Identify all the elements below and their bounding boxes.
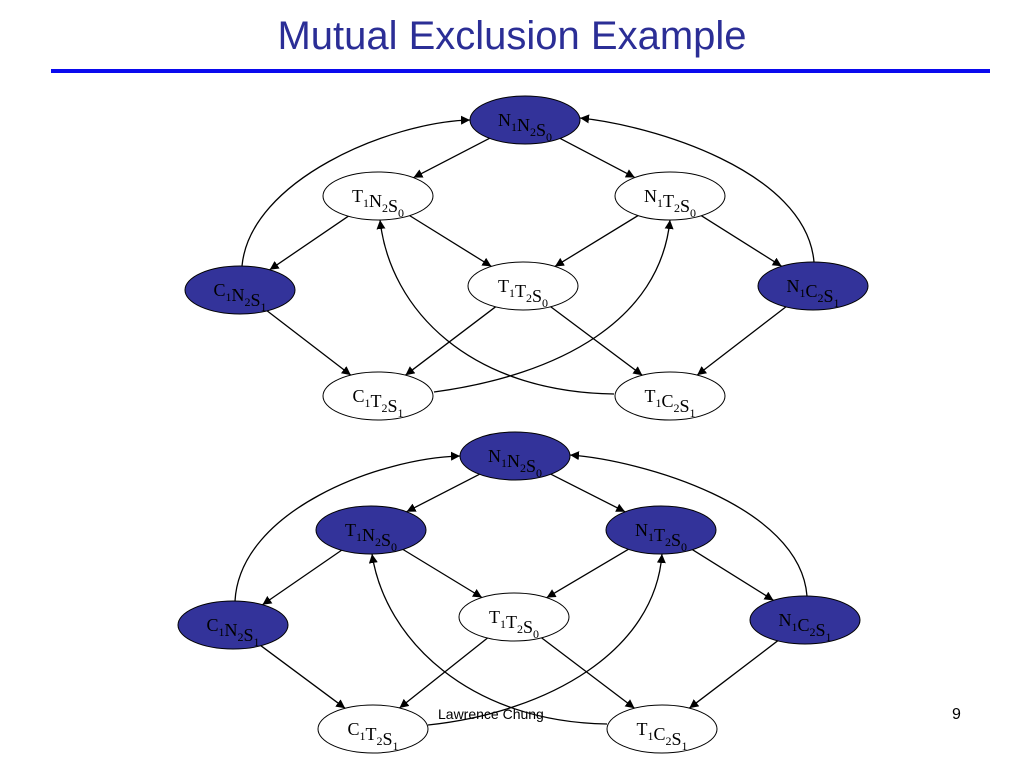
edge-C1T2S1-to-N1T2S0 <box>427 553 666 726</box>
state-node-T1C2S1: T1C2S1 <box>614 371 726 421</box>
footer-author: Lawrence Chung <box>438 706 544 722</box>
state-ellipse <box>614 371 726 421</box>
state-node-T1C2S1: T1C2S1 <box>606 704 718 754</box>
state-label: N1T2S0 <box>644 186 696 220</box>
edge-N1C2S1-to-T1C2S1 <box>688 640 779 709</box>
edge-C1N2S1-to-C1T2S1 <box>260 645 346 709</box>
state-node-N1T2S0: N1T2S0 <box>605 505 717 555</box>
state-label: N1T2S0 <box>635 520 687 554</box>
edge-T1C2S1-to-T1N2S0 <box>376 219 615 395</box>
state-label: N1C2S1 <box>778 610 831 644</box>
state-node-N1C2S1: N1C2S1 <box>749 595 861 645</box>
edge-T1T2S0-to-T1C2S1 <box>541 637 635 709</box>
state-node-N1T2S0: N1T2S0 <box>614 171 726 221</box>
title-underline <box>51 69 990 73</box>
slide-title: Mutual Exclusion Example <box>277 14 747 58</box>
state-ellipse <box>749 595 861 645</box>
state-node-T1N2S0: T1N2S0 <box>315 505 427 555</box>
state-label: C1T2S1 <box>352 386 403 420</box>
state-ellipse <box>469 95 581 145</box>
state-node-T1T2S0: T1T2S0 <box>458 592 570 642</box>
state-ellipse <box>317 704 429 754</box>
edge-N1N2S0-to-N1T2S0 <box>559 137 636 179</box>
state-ellipse <box>606 704 718 754</box>
state-label: T1N2S0 <box>345 520 397 554</box>
edge-T1N2S0-to-T1T2S0 <box>402 548 483 599</box>
state-node-C1T2S1: C1T2S1 <box>322 371 434 421</box>
state-label: T1C2S1 <box>636 719 687 753</box>
state-label: C1T2S1 <box>347 719 398 753</box>
state-node-C1N2S1: C1N2S1 <box>184 265 296 315</box>
state-ellipse <box>614 171 726 221</box>
edge-T1T2S0-to-C1T2S1 <box>405 306 496 376</box>
state-ellipse <box>459 431 571 481</box>
edge-N1T2S0-to-T1T2S0 <box>546 548 629 599</box>
edge-C1T2S1-to-N1T2S0 <box>433 219 674 393</box>
state-label: T1T2S0 <box>498 276 548 310</box>
state-node-N1C2S1: N1C2S1 <box>757 261 869 311</box>
edge-T1C2S1-to-T1N2S0 <box>368 553 608 725</box>
state-label: N1N2S0 <box>488 446 542 480</box>
edge-C1N2S1-to-C1T2S1 <box>266 310 352 376</box>
edge-N1C2S1-to-N1N2S0 <box>569 451 808 597</box>
state-label: N1C2S1 <box>786 276 839 310</box>
state-ellipse <box>315 505 427 555</box>
edge-N1T2S0-to-T1T2S0 <box>554 214 639 268</box>
edge-N1T2S0-to-N1C2S1 <box>700 215 783 267</box>
edge-C1N2S1-to-N1N2S0 <box>241 115 471 267</box>
page-number: 9 <box>952 706 961 723</box>
edge-N1C2S1-to-T1C2S1 <box>696 306 787 376</box>
state-node-C1T2S1: C1T2S1 <box>317 704 429 754</box>
edge-T1N2S0-to-C1N2S1 <box>262 549 342 606</box>
state-node-N1N2S0: N1N2S0 <box>459 431 571 481</box>
state-label: C1N2S1 <box>206 615 259 649</box>
state-ellipse <box>322 371 434 421</box>
state-label: T1N2S0 <box>352 186 404 220</box>
state-label: N1N2S0 <box>498 110 552 144</box>
state-label: C1N2S1 <box>213 280 266 314</box>
state-node-C1N2S1: C1N2S1 <box>177 600 289 650</box>
edge-N1N2S0-to-T1N2S0 <box>406 473 480 513</box>
state-label: T1T2S0 <box>489 607 539 641</box>
state-ellipse <box>458 592 570 642</box>
edge-T1N2S0-to-T1T2S0 <box>409 215 492 267</box>
edge-N1C2S1-to-N1N2S0 <box>579 114 815 263</box>
state-ellipse <box>322 171 434 221</box>
edge-C1N2S1-to-N1N2S0 <box>234 451 461 602</box>
edge-T1T2S0-to-C1T2S1 <box>399 637 488 709</box>
state-ellipse <box>177 600 289 650</box>
edge-N1N2S0-to-N1T2S0 <box>550 473 626 513</box>
state-ellipse <box>605 505 717 555</box>
state-node-T1N2S0: T1N2S0 <box>322 171 434 221</box>
edge-T1N2S0-to-C1N2S1 <box>269 215 349 271</box>
edge-T1T2S0-to-T1C2S1 <box>550 306 643 376</box>
state-ellipse <box>184 265 296 315</box>
state-ellipse <box>467 261 579 311</box>
state-ellipse <box>757 261 869 311</box>
edge-N1T2S0-to-N1C2S1 <box>692 549 774 601</box>
state-node-N1N2S0: N1N2S0 <box>469 95 581 145</box>
state-label: T1C2S1 <box>644 386 695 420</box>
edge-N1N2S0-to-T1N2S0 <box>413 137 490 179</box>
state-node-T1T2S0: T1T2S0 <box>467 261 579 311</box>
